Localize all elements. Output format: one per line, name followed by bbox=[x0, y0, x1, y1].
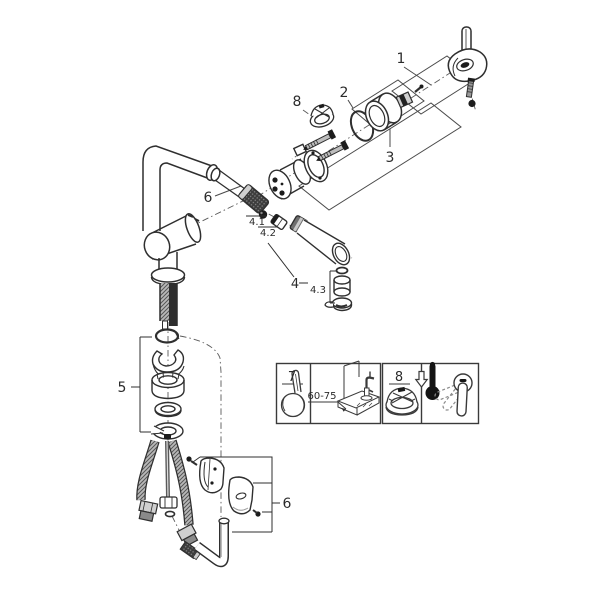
callout-2: 2 bbox=[340, 85, 349, 101]
weight-screw-top bbox=[186, 456, 192, 462]
mounting-kit bbox=[131, 328, 185, 440]
body-cap bbox=[143, 231, 171, 261]
horseshoe-spacer bbox=[151, 349, 185, 373]
faucet-body bbox=[142, 145, 246, 330]
callout-8-main: 8 bbox=[293, 94, 302, 110]
panel-8-label: 8 bbox=[395, 370, 403, 385]
outlet-pipe bbox=[179, 517, 230, 568]
lever-swing-icon bbox=[434, 373, 473, 417]
callout-4-2: 4.2 bbox=[260, 228, 276, 239]
spray-mouth bbox=[331, 242, 351, 266]
pullout-hose-grip bbox=[238, 184, 270, 214]
base-o-ring bbox=[154, 328, 180, 344]
base-flange bbox=[150, 267, 186, 283]
callout-labels: 1 2 3 8 6 4 4.1 4.2 4.3 5 6 7 8 60-75 bbox=[118, 51, 406, 512]
leader-group2 bbox=[347, 99, 354, 109]
callout-1: 1 bbox=[397, 51, 406, 67]
callout-3: 3 bbox=[386, 150, 395, 166]
group-brackets bbox=[214, 55, 477, 211]
hose-right bbox=[168, 439, 193, 526]
callout-6-weight: 6 bbox=[283, 496, 292, 512]
callout-4-1: 4.1 bbox=[249, 217, 265, 228]
callout-4: 4 bbox=[291, 277, 299, 292]
axis-to-bottom-assembly bbox=[179, 335, 222, 517]
fixing-screws bbox=[303, 129, 350, 162]
oring-cap-group bbox=[349, 84, 424, 142]
leader-group1 bbox=[403, 66, 432, 86]
plug-ball bbox=[468, 99, 476, 108]
cartridge-face bbox=[268, 169, 292, 200]
down-arrow-icon bbox=[414, 370, 429, 388]
cartridge-stem bbox=[292, 143, 308, 157]
hose-left bbox=[137, 440, 159, 501]
callout-5: 5 bbox=[118, 380, 127, 396]
supply-hoses bbox=[136, 439, 199, 547]
handle-assembly bbox=[447, 26, 488, 108]
washer bbox=[154, 401, 182, 417]
cap-sleeve bbox=[364, 100, 390, 132]
bracket-group5 bbox=[131, 336, 152, 433]
axis-spout bbox=[189, 198, 248, 228]
info-panels bbox=[275, 360, 480, 425]
handle-part-icon bbox=[280, 369, 306, 418]
threaded-shank bbox=[160, 283, 169, 321]
weight-half-left bbox=[198, 457, 225, 494]
spray-head-group bbox=[246, 210, 353, 312]
callout-4-3: 4.3 bbox=[310, 285, 326, 296]
weight-half-right bbox=[227, 476, 254, 515]
limiter-part-icon bbox=[385, 386, 419, 416]
leader-spout-hose-6 bbox=[214, 185, 242, 197]
bracket-group3 bbox=[298, 102, 462, 211]
hose-weight bbox=[186, 456, 280, 533]
bracket-group6 bbox=[192, 456, 280, 533]
temperature-warning-icon bbox=[414, 361, 440, 400]
mounting-dimension-icon bbox=[308, 360, 381, 416]
thermometer-icon bbox=[429, 363, 436, 390]
handle-screw bbox=[465, 77, 475, 98]
check-valve-4-2 bbox=[270, 213, 288, 231]
mounting-dimension: 60-75 bbox=[307, 391, 336, 402]
callout-6-spout: 6 bbox=[204, 190, 213, 206]
temp-limiter-part bbox=[309, 103, 335, 128]
cartridge-assembly bbox=[268, 143, 329, 200]
spray-o-ring bbox=[335, 266, 349, 275]
panel-7-label: 7 bbox=[288, 370, 296, 385]
